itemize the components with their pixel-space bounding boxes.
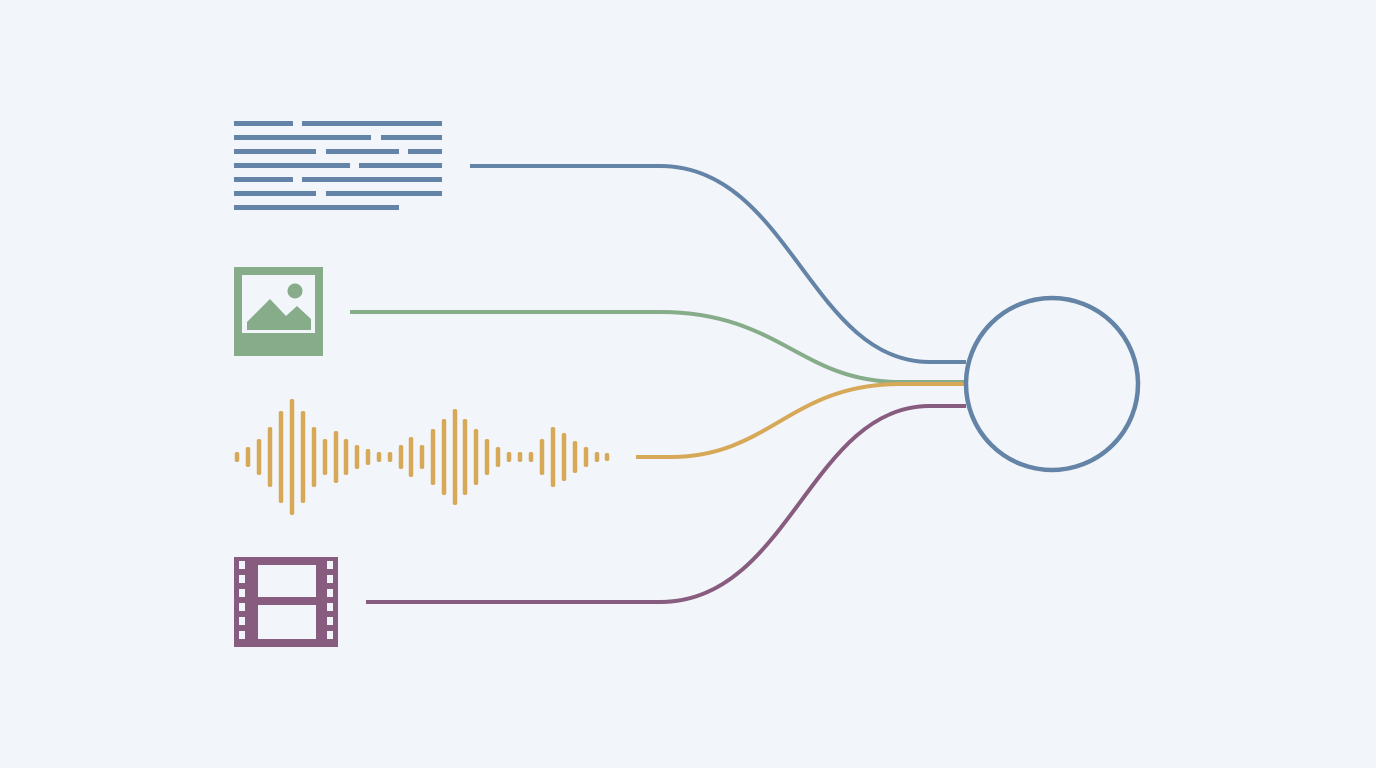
waveform-bar (462, 419, 468, 495)
image-icon (234, 267, 323, 356)
waveform-bar (550, 427, 556, 487)
waveform-bar (365, 449, 371, 465)
text-document-icon (234, 121, 442, 210)
waveform-bar (289, 399, 295, 515)
waveform-bar (311, 427, 317, 487)
video-connector-line (366, 404, 966, 604)
waveform-bar (245, 447, 251, 467)
waveform-bar (441, 419, 447, 495)
waveform-bar (473, 429, 479, 485)
waveform-bar (333, 431, 339, 483)
film-strip-icon (234, 557, 338, 647)
waveform-bar (234, 452, 240, 462)
waveform-bar (517, 452, 523, 462)
image-connector-line (350, 310, 966, 384)
fusion-node-circle (963, 295, 1141, 473)
waveform-bar (278, 411, 284, 503)
waveform-bar (343, 439, 349, 475)
text-connector-line (470, 164, 966, 364)
waveform-bar (398, 445, 404, 469)
waveform-bar (354, 445, 360, 469)
waveform-bar (387, 452, 393, 462)
waveform-bar (300, 411, 306, 503)
waveform-bar (376, 452, 382, 462)
waveform-bar (604, 453, 610, 461)
waveform-bar (408, 437, 414, 477)
audio-connector-line (636, 382, 966, 459)
connector-lines (350, 164, 966, 604)
waveform-bar (583, 447, 589, 467)
waveform-bar (256, 439, 262, 475)
waveform-bar (322, 439, 328, 475)
waveform-bar (267, 427, 273, 487)
waveform-bar (452, 409, 458, 505)
waveform-bar (528, 452, 534, 462)
waveform-bar (561, 433, 567, 481)
waveform-bar (430, 429, 436, 485)
waveform-bar (506, 452, 512, 462)
waveform-bar (419, 445, 425, 469)
waveform-bar (539, 439, 545, 475)
waveform-bar (484, 439, 490, 475)
waveform-bar (572, 441, 578, 473)
waveform-bar (594, 452, 600, 462)
audio-waveform-icon (234, 399, 610, 515)
waveform-bar (495, 447, 501, 467)
